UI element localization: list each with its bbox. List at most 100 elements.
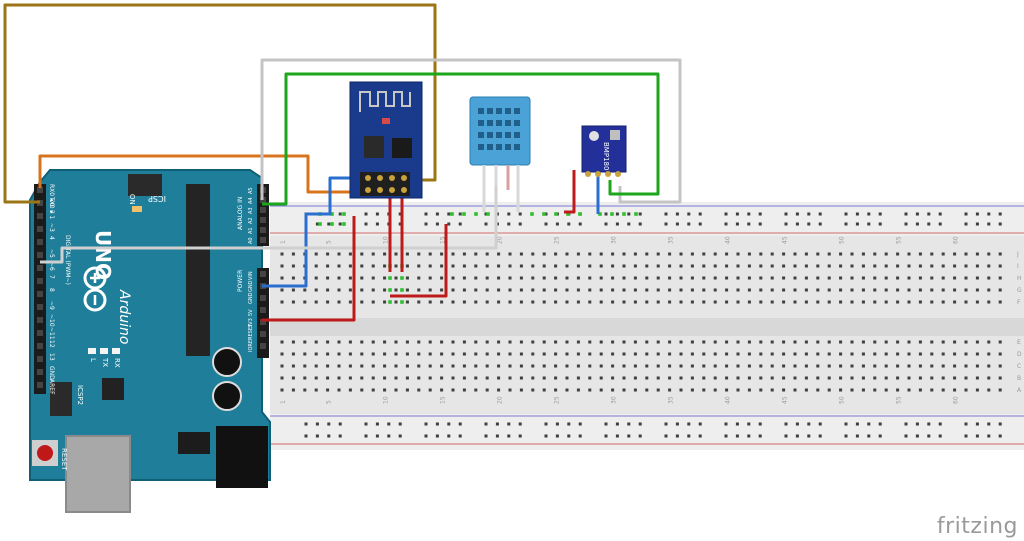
rail-hole bbox=[795, 212, 799, 216]
connected-hole bbox=[598, 212, 602, 216]
column-number-bottom: 35 bbox=[668, 396, 675, 404]
terminal-hole bbox=[759, 364, 763, 368]
terminal-hole bbox=[394, 364, 398, 368]
terminal-hole bbox=[451, 376, 455, 380]
terminal-hole bbox=[759, 300, 763, 304]
dht11-sensor bbox=[469, 96, 531, 212]
terminal-hole bbox=[850, 340, 854, 344]
terminal-hole bbox=[998, 376, 1002, 380]
terminal-hole bbox=[816, 340, 820, 344]
column-number-top: 45 bbox=[782, 236, 789, 244]
terminal-hole bbox=[451, 300, 455, 304]
terminal-hole bbox=[314, 352, 318, 356]
power-pin bbox=[260, 319, 266, 325]
terminal-hole bbox=[804, 352, 808, 356]
terminal-hole bbox=[964, 264, 968, 268]
terminal-hole bbox=[633, 364, 637, 368]
terminal-hole bbox=[371, 288, 375, 292]
terminal-hole bbox=[611, 364, 615, 368]
terminal-hole bbox=[394, 300, 398, 304]
terminal-hole bbox=[839, 364, 843, 368]
terminal-hole bbox=[633, 264, 637, 268]
terminal-hole bbox=[941, 364, 945, 368]
terminal-hole bbox=[827, 264, 831, 268]
terminal-hole bbox=[873, 364, 877, 368]
terminal-hole bbox=[930, 300, 934, 304]
terminal-hole bbox=[451, 252, 455, 256]
terminal-hole bbox=[964, 288, 968, 292]
terminal-hole bbox=[497, 264, 501, 268]
rail-hole bbox=[664, 434, 668, 438]
terminal-hole bbox=[873, 340, 877, 344]
terminal-hole bbox=[793, 288, 797, 292]
rail-hole bbox=[735, 434, 739, 438]
terminal-hole bbox=[348, 376, 352, 380]
terminal-hole bbox=[576, 288, 580, 292]
terminal-hole bbox=[702, 340, 706, 344]
analog-pin-label: A5 bbox=[248, 187, 254, 194]
dht11-vent bbox=[505, 132, 511, 138]
digital-pin-label: ~10 bbox=[48, 314, 55, 327]
wire-orange bbox=[38, 154, 366, 194]
terminal-hole bbox=[565, 388, 569, 392]
terminal-hole bbox=[679, 364, 683, 368]
terminal-hole bbox=[918, 376, 922, 380]
rail-hole bbox=[578, 222, 582, 226]
terminal-hole bbox=[542, 300, 546, 304]
rail-hole bbox=[615, 434, 619, 438]
terminal-hole bbox=[656, 288, 660, 292]
terminal-hole bbox=[554, 352, 558, 356]
rail-hole bbox=[327, 222, 331, 226]
terminal-hole bbox=[485, 364, 489, 368]
digital-pin-label: TX0 ▸ 1 bbox=[48, 196, 55, 219]
terminal-hole bbox=[588, 264, 592, 268]
terminal-hole bbox=[508, 364, 512, 368]
terminal-hole bbox=[531, 288, 535, 292]
connected-hole bbox=[330, 212, 334, 216]
connected-hole bbox=[388, 276, 392, 280]
terminal-hole bbox=[679, 376, 683, 380]
rail-hole bbox=[844, 434, 848, 438]
terminal-hole bbox=[576, 376, 580, 380]
terminal-hole bbox=[451, 364, 455, 368]
terminal-hole bbox=[782, 300, 786, 304]
rail-hole bbox=[638, 422, 642, 426]
terminal-hole bbox=[497, 388, 501, 392]
terminal-hole bbox=[633, 276, 637, 280]
terminal-hole bbox=[440, 288, 444, 292]
rail-hole bbox=[964, 212, 968, 216]
terminal-hole bbox=[861, 288, 865, 292]
rail-hole bbox=[375, 422, 379, 426]
rail-hole bbox=[938, 434, 942, 438]
terminal-hole bbox=[930, 352, 934, 356]
terminal-hole bbox=[428, 264, 432, 268]
terminal-hole bbox=[816, 376, 820, 380]
rail-hole bbox=[675, 212, 679, 216]
terminal-hole bbox=[747, 276, 751, 280]
bmp180-sensor: BMP180 bbox=[581, 125, 627, 177]
rail-hole bbox=[627, 222, 631, 226]
terminal-hole bbox=[508, 340, 512, 344]
terminal-hole bbox=[907, 340, 911, 344]
terminal-hole bbox=[599, 288, 603, 292]
rail-hole bbox=[387, 434, 391, 438]
terminal-hole bbox=[554, 364, 558, 368]
terminal-hole bbox=[918, 388, 922, 392]
power-pin-label: VIN bbox=[248, 271, 254, 280]
terminal-hole bbox=[497, 364, 501, 368]
terminal-hole bbox=[987, 364, 991, 368]
rail-hole bbox=[458, 434, 462, 438]
terminal-hole bbox=[554, 300, 558, 304]
terminal-hole bbox=[588, 252, 592, 256]
reset-button-cap[interactable] bbox=[37, 445, 53, 461]
terminal-hole bbox=[804, 376, 808, 380]
bmp180-pin bbox=[585, 171, 591, 177]
connected-hole bbox=[622, 212, 626, 216]
terminal-hole bbox=[405, 264, 409, 268]
terminal-hole bbox=[611, 340, 615, 344]
rail-hole bbox=[327, 422, 331, 426]
rail-hole bbox=[938, 422, 942, 426]
rail-hole bbox=[844, 212, 848, 216]
terminal-hole bbox=[576, 252, 580, 256]
terminal-hole bbox=[474, 252, 478, 256]
